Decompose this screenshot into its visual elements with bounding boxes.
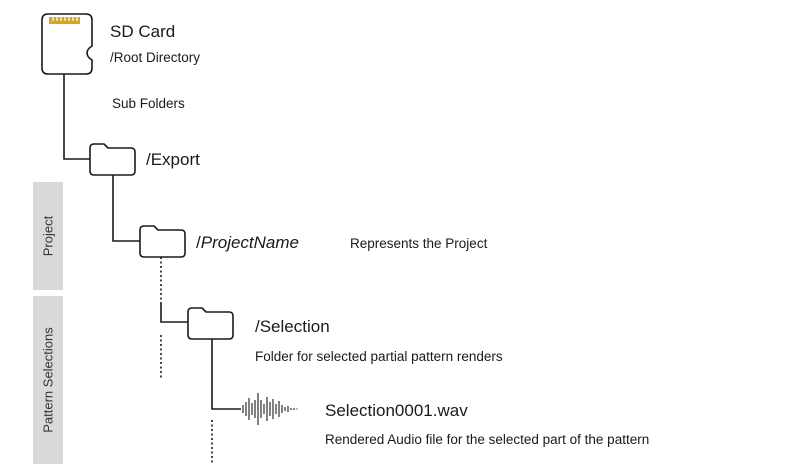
root-title: SD Card: [110, 22, 176, 41]
project-name: ProjectName: [200, 233, 299, 252]
pattern-selections-sidebar: [33, 296, 63, 464]
selection-description: Folder for selected partial pattern rend…: [255, 349, 503, 364]
project-description: Represents the Project: [350, 236, 488, 251]
connector-export-project: [112, 175, 140, 242]
audio-file-label: Selection0001.wav: [325, 401, 468, 420]
project-slash: /: [196, 233, 201, 252]
root-path: /Root Directory: [110, 50, 201, 65]
connector-project-selection: [160, 304, 188, 323]
audio-waveform-icon: [242, 393, 298, 425]
tree-continuations: [160, 257, 213, 464]
folder-icon: [139, 225, 186, 258]
export-folder-label: /Export: [146, 150, 200, 169]
folder-icon: [187, 307, 234, 340]
selection-folder-label: /Selection: [255, 317, 330, 336]
sd-card-icon: [41, 13, 93, 75]
folder-icon: [89, 143, 136, 176]
connector-selection-audio: [211, 339, 241, 410]
project-sidebar: [33, 182, 63, 290]
tree-connectors: [63, 74, 241, 410]
audio-file-description: Rendered Audio file for the selected par…: [325, 432, 650, 447]
connector-root-export: [63, 74, 90, 160]
subfolders-label: Sub Folders: [112, 96, 185, 111]
project-folder-label: /ProjectName: [196, 233, 299, 253]
